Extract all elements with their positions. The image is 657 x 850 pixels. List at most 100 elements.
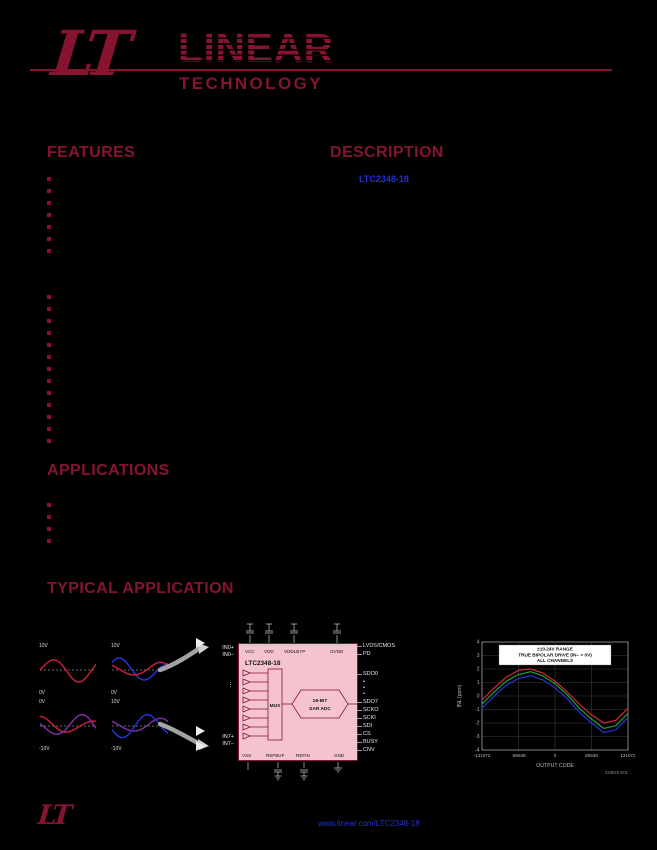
x-tick-label: 131072 [620, 753, 635, 758]
bullet-marker [47, 527, 51, 531]
pin-busy: BUSY [363, 739, 378, 745]
inl-series-channel-a [481, 668, 629, 724]
waveform-plot-1 [39, 659, 97, 683]
chart-figure-tag: 234818 G01 [605, 770, 629, 775]
pin-cnv: CNV [363, 747, 375, 753]
adc-label-line1: 18-BIT [313, 698, 328, 704]
pin-wire [357, 718, 362, 719]
y-tick-label: 0 [477, 694, 480, 700]
pin-label-vcc: VCC [245, 649, 255, 654]
bullet-marker [47, 355, 51, 359]
bullet-marker [47, 249, 51, 253]
pin-sdo7: SDO7 [363, 699, 378, 705]
waveform-trace [39, 715, 97, 733]
pin-dot: • [363, 691, 365, 697]
pin-in7: IN7+ [222, 734, 234, 740]
channel-ellipsis: ⋮ [227, 682, 234, 689]
inl-series-channel-b [481, 671, 629, 730]
applications-bullets [47, 503, 51, 551]
y-tick-label: -1 [475, 707, 480, 713]
pin-label-gnd: GND [334, 753, 345, 758]
sar-adc-block [291, 689, 349, 719]
bullet-marker [47, 237, 51, 241]
pin-dot: • [363, 679, 365, 685]
waveform-range-label: 0V [39, 699, 46, 705]
mux-block [267, 668, 283, 741]
features-heading: FEATURES [47, 144, 136, 161]
waveform-plot-3 [39, 713, 97, 735]
waveform-trace [111, 661, 169, 676]
bullet-marker [47, 367, 51, 371]
chart-title-line: TRUE BIPOLAR DRIVE (IN– = 0V) [518, 652, 592, 657]
pin-wire [357, 674, 362, 675]
pin-wire [357, 726, 362, 727]
waveform-range-label: 10V [39, 643, 48, 649]
pin-wire [357, 734, 362, 735]
pin-label-vdd: VDD [264, 649, 274, 654]
adc-block-diagram: VCC VDD VDDLBYP OVDD LTC2348-18 MUX 18-B… [238, 643, 358, 761]
pin-wire [357, 710, 362, 711]
chart-title-box [498, 644, 612, 666]
y-tick-label: -3 [475, 734, 480, 740]
waveform-range-label: 0V [111, 690, 118, 696]
footer-logo-monogram: LT [36, 800, 71, 831]
plot-frame [481, 641, 629, 751]
pin-label-refin: REFIN [296, 753, 310, 758]
input-arrow-2 [196, 726, 205, 736]
pin-wire [357, 654, 362, 655]
brand-wordmark-technology: TECHNOLOGY [179, 74, 323, 93]
bypass-caps-bottom [247, 762, 342, 781]
pin-sdi: SDI [363, 723, 373, 729]
bullet-marker [47, 391, 51, 395]
mux-label: MUX [270, 703, 281, 709]
chip-title: LTC2348-18 [245, 660, 281, 667]
chart-xlabel: OUTPUT CODE [536, 763, 574, 769]
x-tick-label: 0 [554, 753, 557, 758]
waveform-trace [111, 717, 169, 732]
input-arrow-1 [196, 638, 205, 648]
pin-wire [357, 750, 362, 751]
bullet-marker [47, 427, 51, 431]
waveform-thumb-1: 10V 0V [39, 644, 97, 696]
y-tick-label: 2 [477, 667, 480, 673]
pin-dot: • [363, 685, 365, 691]
bullet-marker [47, 343, 51, 347]
pin-lvdscmos: LVDS/CMOS [363, 643, 395, 649]
waveform-range-label: 0V [39, 690, 46, 696]
input-arrow-3 [196, 741, 205, 751]
waveform-range-label: -10V [111, 746, 122, 752]
description-heading: DESCRIPTION [330, 144, 444, 161]
pin-wire [357, 742, 362, 743]
pin-label-vddlbyp: VDDLBYP [284, 649, 305, 654]
chart-title-line: ALL CHANNELS [537, 658, 573, 663]
pin-label-ovdd: OVDD [330, 649, 344, 654]
input-buffer-array [242, 669, 268, 740]
header-rule [30, 69, 612, 71]
bullet-marker [47, 295, 51, 299]
bullet-marker [47, 503, 51, 507]
y-tick-label: -4 [475, 748, 480, 754]
bullet-marker [47, 319, 51, 323]
bullet-marker [47, 439, 51, 443]
bullet-marker [47, 415, 51, 419]
pin-label-refbuf: REFBUF [266, 753, 285, 758]
applications-heading: APPLICATIONS [47, 462, 170, 479]
part-number-link[interactable]: LTC2348-18 [359, 174, 409, 184]
linear-logo-monogram: LT [48, 17, 129, 90]
footer-datasheet-link[interactable]: www.linear.com/LTC2348-18 [318, 819, 420, 828]
bullet-marker [47, 213, 51, 217]
bullet-marker [47, 379, 51, 383]
chart-ylabel: INL (ppm) [457, 684, 463, 707]
bullet-marker [47, 331, 51, 335]
y-tick-label: 3 [477, 653, 480, 659]
bullet-marker [47, 403, 51, 407]
inl-series-channel-c [481, 675, 629, 734]
y-tick-label: 4 [477, 640, 480, 646]
bullet-marker [47, 307, 51, 311]
bullet-marker [47, 201, 51, 205]
y-tick-label: -2 [475, 721, 480, 727]
typical-application-heading: TYPICAL APPLICATION [47, 580, 234, 597]
chart-title-line: ±10.24V RANGE [537, 647, 573, 652]
